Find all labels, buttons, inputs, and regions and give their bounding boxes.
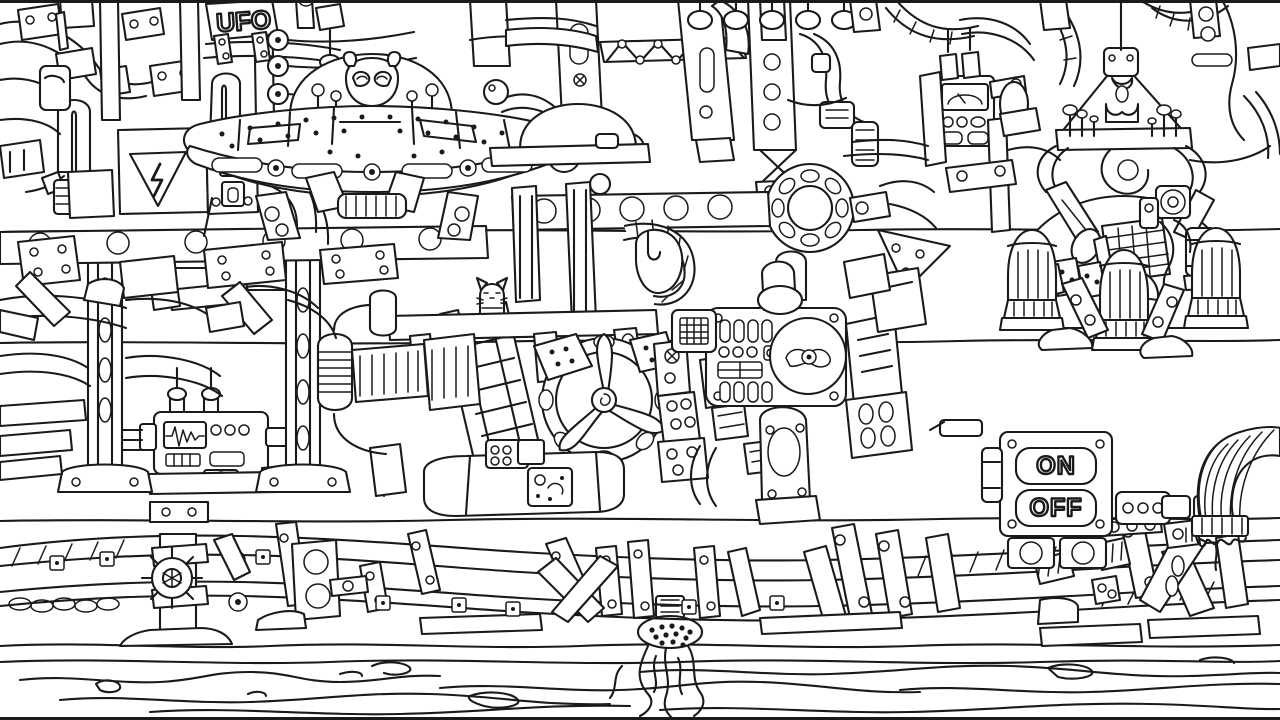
off-button[interactable] <box>1014 488 1098 528</box>
analog-gauge <box>940 82 990 112</box>
on-button[interactable] <box>1014 446 1098 486</box>
indicator-row-top <box>719 319 773 343</box>
upper-left-gantry: UFO <box>0 0 490 266</box>
indicator-row-bottom <box>719 381 773 403</box>
bottom-edge <box>0 717 1280 720</box>
flex-duct <box>1190 425 1280 572</box>
lander-module <box>944 0 1280 360</box>
rocket-pods <box>998 226 1250 352</box>
lander-antennae <box>1062 104 1182 138</box>
chain <box>8 597 120 613</box>
center-machine <box>0 180 928 526</box>
onoff-panel[interactable]: ON OFF <box>928 418 1224 570</box>
valve-wheel-icon <box>140 546 204 610</box>
off-label: OFF <box>1030 494 1083 522</box>
drain-outfall <box>608 594 705 720</box>
alien-pilot <box>342 50 402 108</box>
center-left-lower <box>0 352 224 482</box>
gauge-panel <box>934 26 1028 148</box>
on-label: ON <box>1036 452 1076 480</box>
main-console <box>704 306 848 408</box>
saucer-vent <box>336 192 408 220</box>
top-edge <box>0 0 1280 3</box>
flange-wheel <box>764 162 856 254</box>
water-surface <box>0 643 1280 716</box>
flying-saucer <box>183 50 561 242</box>
upper-truss <box>468 0 1028 292</box>
pipe-rail-bottom <box>0 500 1280 648</box>
